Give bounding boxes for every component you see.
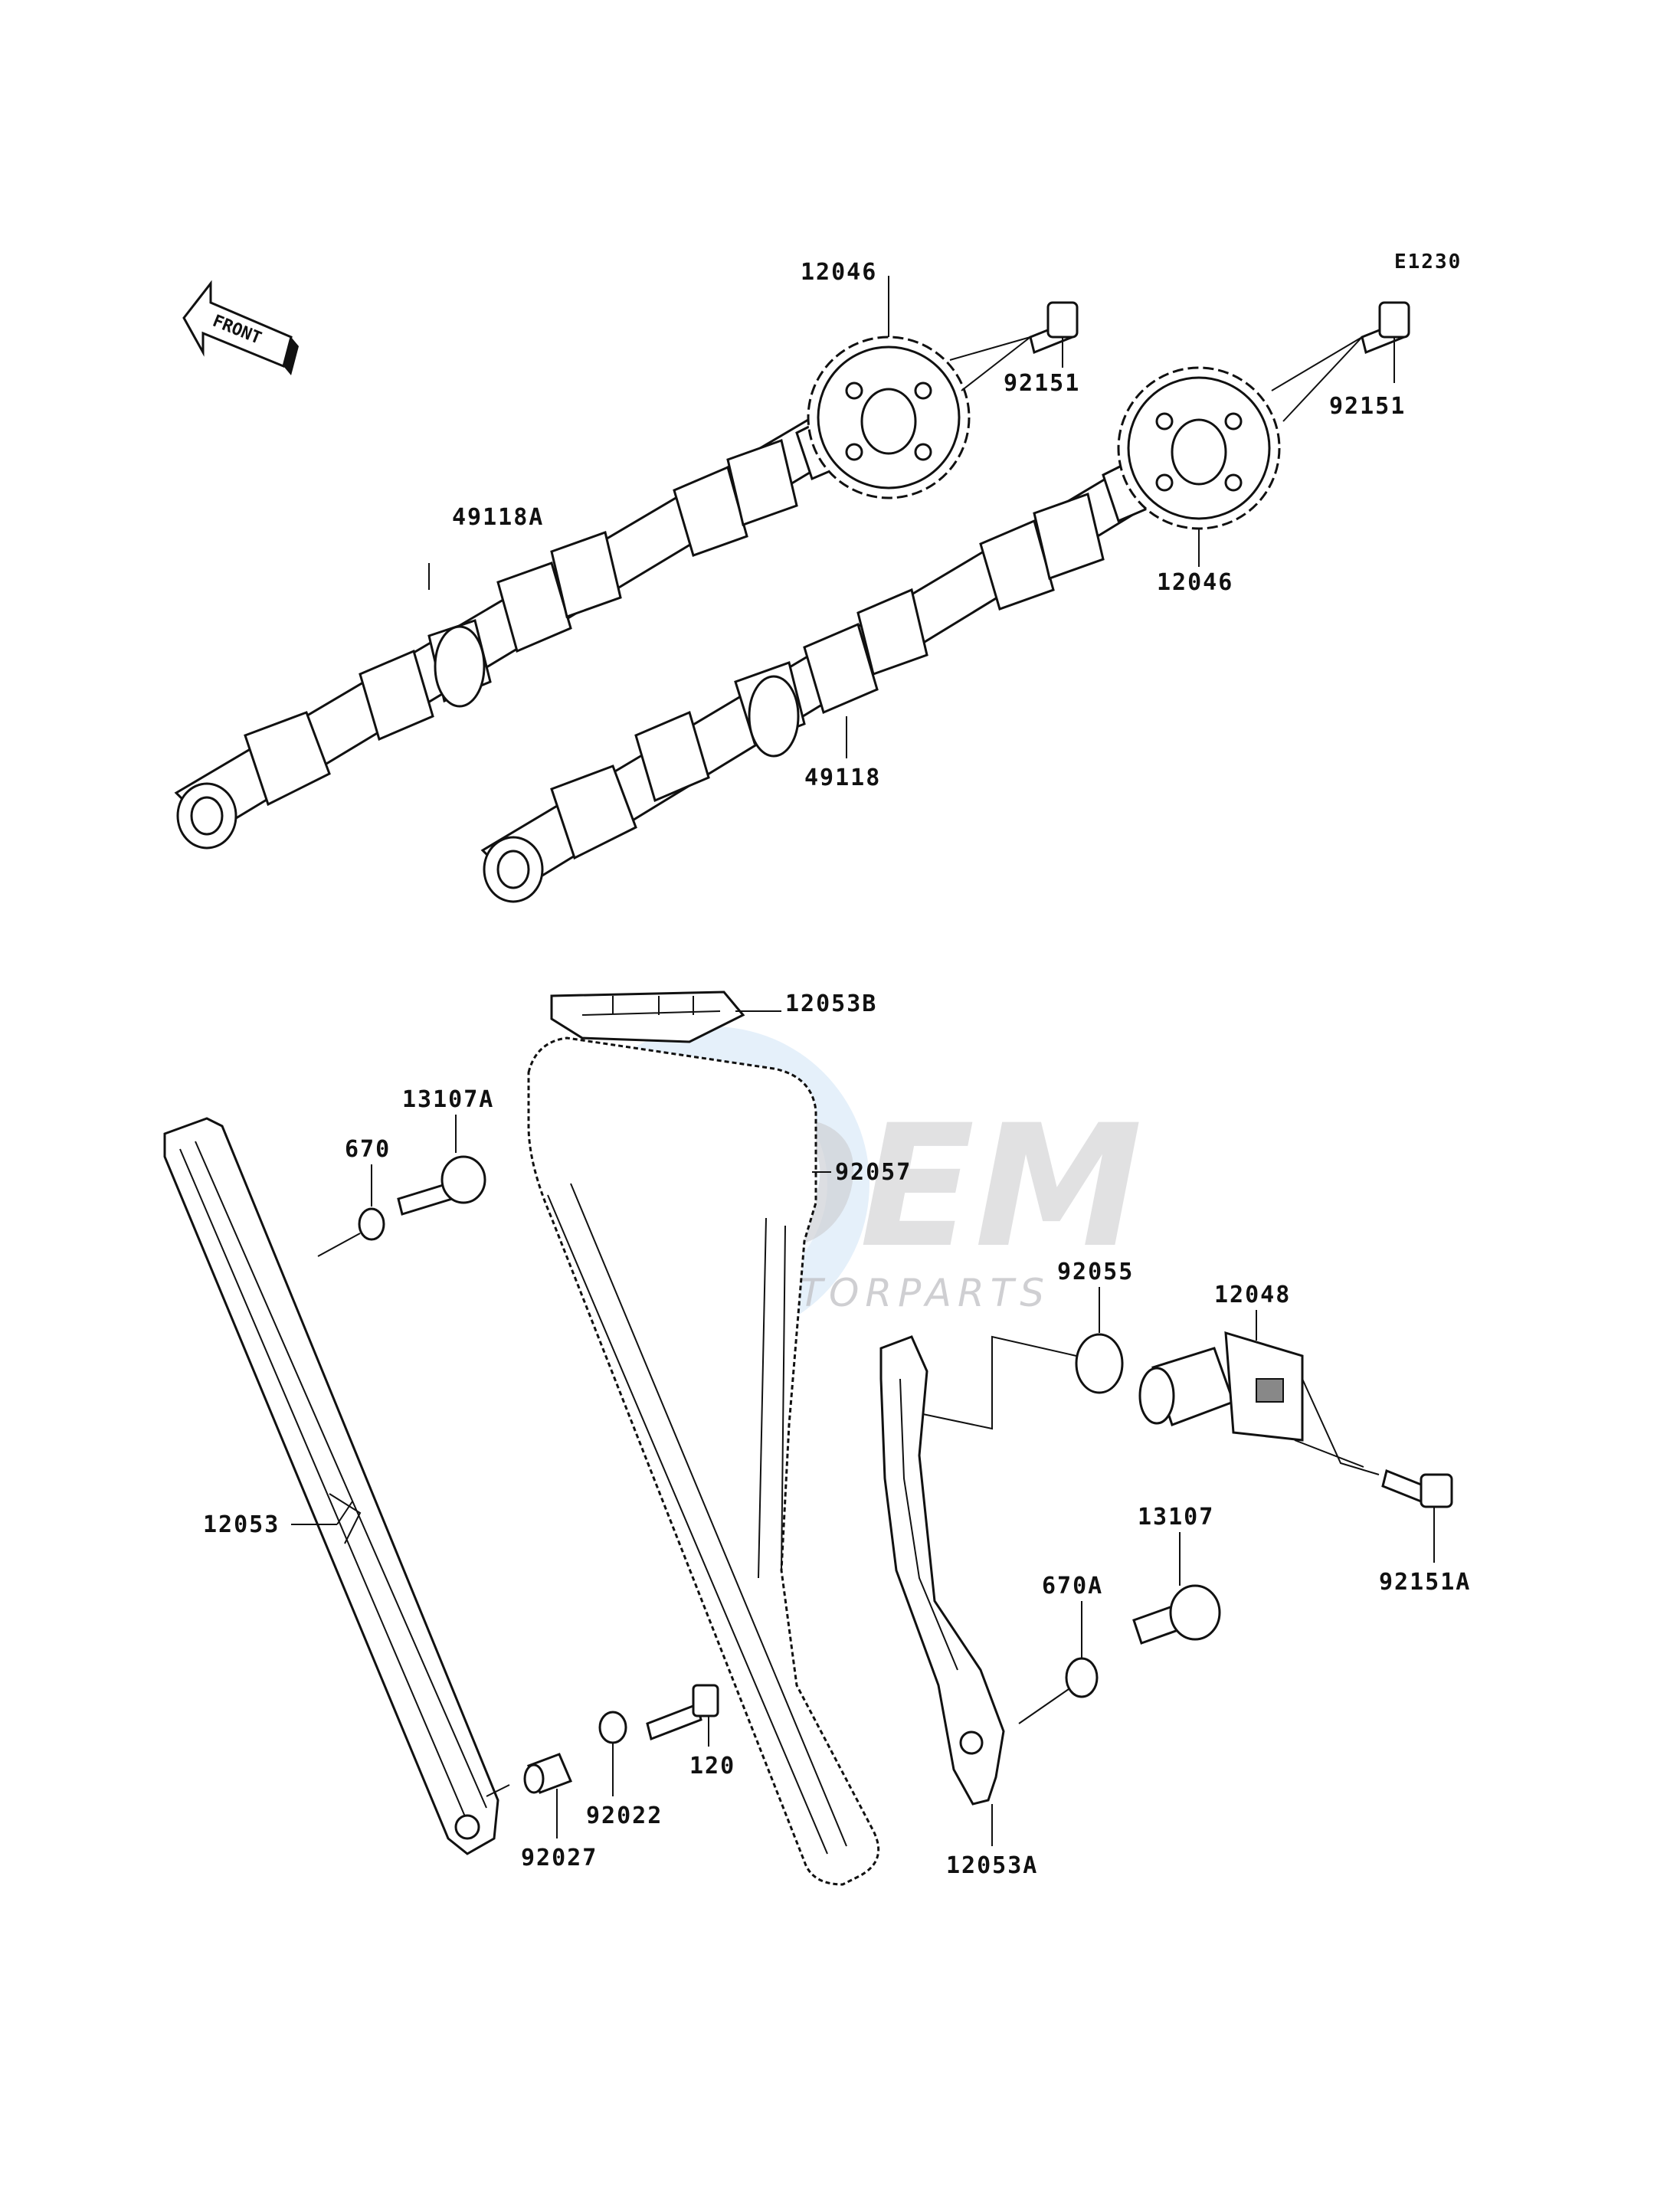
sprocket-12046-right	[1117, 366, 1281, 530]
leader-12048-bolt	[1294, 1378, 1380, 1475]
bolt-120	[646, 1684, 719, 1741]
pin-13107	[1132, 1584, 1221, 1645]
pin-13107a	[397, 1155, 486, 1216]
reference-code: E1230	[1394, 250, 1462, 273]
bolt-92151-top	[1029, 301, 1079, 355]
leader-bolt-top	[949, 336, 1031, 391]
label-92022: 92022	[586, 1802, 663, 1829]
label-12053a: 12053A	[946, 1852, 1038, 1879]
label-13107a: 13107A	[402, 1086, 494, 1113]
timing-chain-92057	[527, 1036, 880, 1886]
o-ring-670	[358, 1207, 385, 1241]
label-92151-right: 92151	[1329, 393, 1406, 420]
sprocket-12046-top	[807, 336, 971, 499]
leader-92027	[486, 1784, 558, 1838]
label-12046-top: 12046	[801, 259, 877, 286]
bolt-92151a	[1381, 1468, 1453, 1508]
label-13107: 13107	[1138, 1504, 1214, 1531]
label-670a: 670A	[1042, 1573, 1103, 1599]
label-12053: 12053	[203, 1511, 280, 1538]
chain-guide-12053a	[879, 1335, 1005, 1806]
chain-guide-12053	[163, 1117, 499, 1855]
leader-92055-guide	[919, 1335, 1077, 1430]
washer-92022	[598, 1711, 627, 1744]
leader-bolt-right	[1271, 336, 1363, 422]
label-49118: 49118	[804, 765, 881, 791]
camshaft-49118a	[174, 415, 840, 850]
collar-92027	[523, 1753, 572, 1794]
camshaft-49118	[480, 457, 1147, 903]
leader-670a	[1018, 1601, 1082, 1724]
label-670: 670	[345, 1136, 391, 1163]
bolt-92151-right	[1361, 301, 1410, 355]
chain-guide-12053b	[550, 990, 745, 1043]
label-120: 120	[689, 1753, 735, 1780]
o-ring-92055	[1075, 1333, 1124, 1394]
label-12048: 12048	[1214, 1282, 1291, 1308]
leader-670	[317, 1164, 372, 1257]
tensioner-12048	[1138, 1331, 1304, 1442]
label-92057: 92057	[835, 1159, 912, 1186]
o-ring-670a	[1065, 1657, 1099, 1698]
label-12046-right: 12046	[1157, 569, 1233, 596]
label-92151-top: 92151	[1004, 370, 1080, 397]
front-arrow-icon: FRONT	[182, 280, 299, 375]
label-12053b: 12053B	[785, 990, 877, 1017]
label-92027: 92027	[521, 1845, 598, 1871]
label-92151a: 92151A	[1379, 1569, 1471, 1596]
label-92055: 92055	[1057, 1259, 1134, 1285]
label-49118a: 49118A	[452, 504, 544, 531]
